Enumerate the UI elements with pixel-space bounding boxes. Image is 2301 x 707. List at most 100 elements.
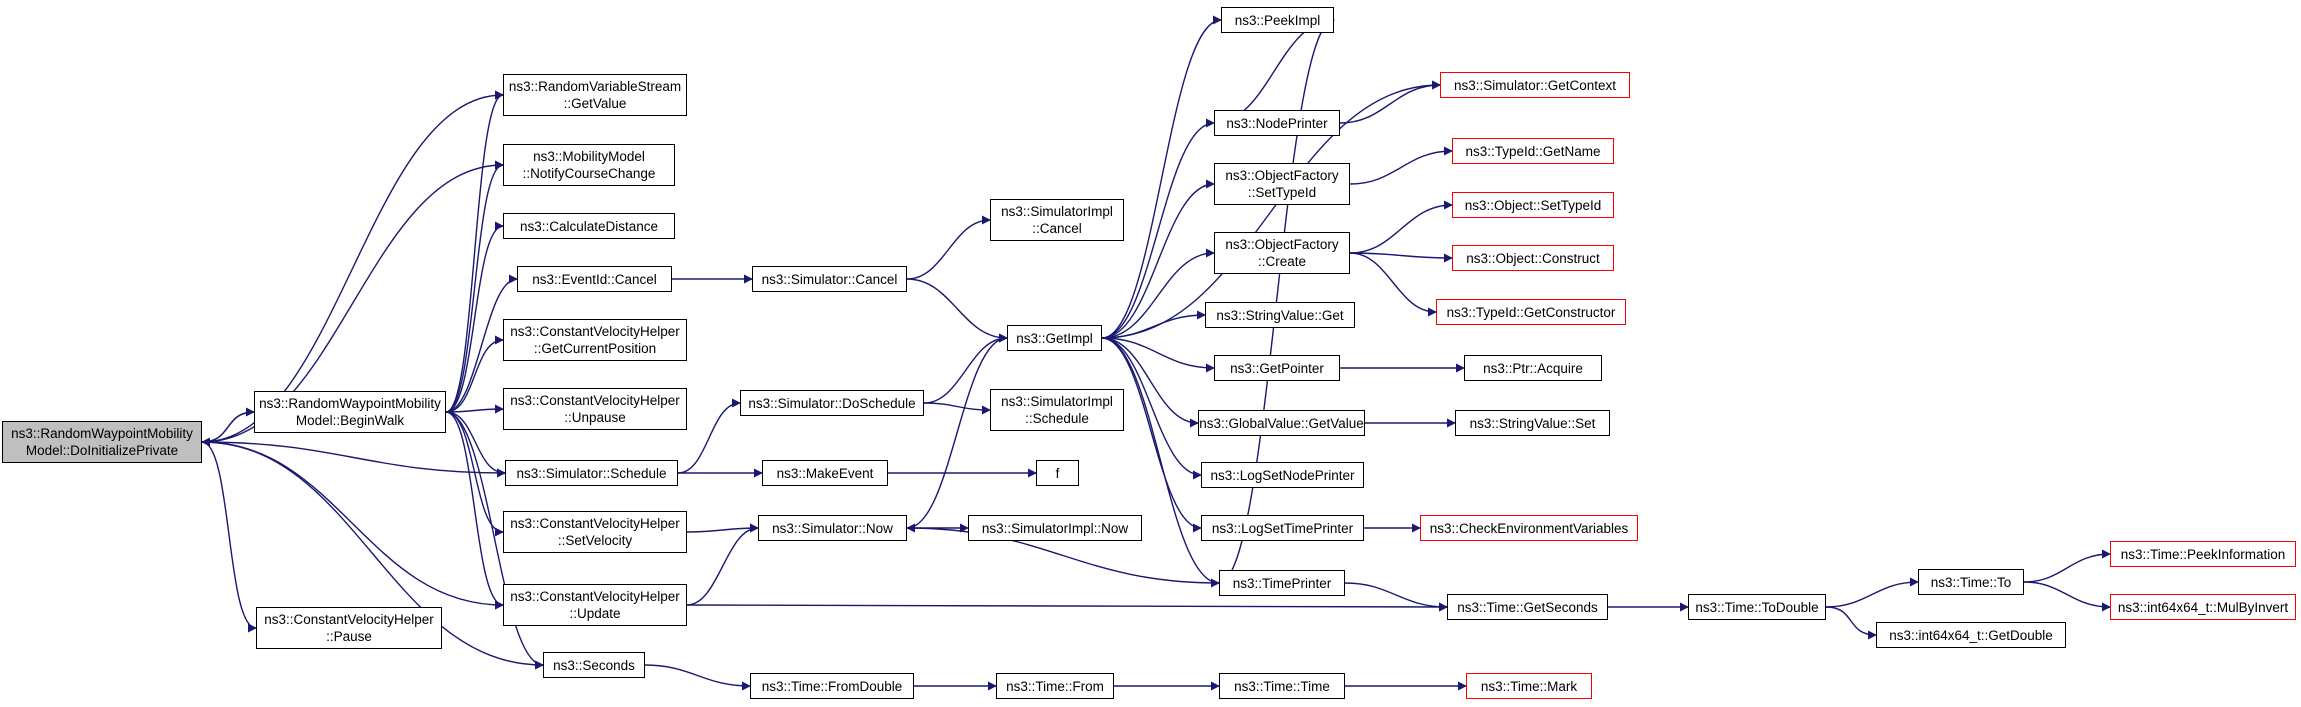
node-cvh-getpos[interactable]: ns3::ConstantVelocityHelper ::GetCurrent…: [503, 319, 687, 361]
edge-getimpl-to-logsettimeprinter: [1101, 337, 1202, 533]
edge-cvh-update-to-time-getseconds: [686, 602, 1448, 612]
node-sim-now[interactable]: ns3::Simulator::Now: [758, 515, 907, 541]
node-cvh-unpause[interactable]: ns3::ConstantVelocityHelper ::Unpause: [503, 388, 687, 430]
node-cvh-setvel[interactable]: ns3::ConstantVelocityHelper ::SetVelocit…: [503, 511, 687, 553]
edge-of-create-to-object-construct: [1349, 252, 1453, 263]
node-stringvalue-set[interactable]: ns3::StringValue::Set: [1455, 410, 1610, 436]
node-object-construct[interactable]: ns3::Object::Construct: [1452, 245, 1614, 271]
edge-beginwalk-to-mm-notify: [445, 160, 504, 413]
node-sim-getcontext[interactable]: ns3::Simulator::GetContext: [1440, 72, 1630, 98]
edge-root-to-mm-notify: [201, 160, 504, 443]
node-of-create[interactable]: ns3::ObjectFactory ::Create: [1214, 232, 1350, 274]
edge-timeprinter-to-sim-now: [906, 523, 1220, 584]
node-makeevent[interactable]: ns3::MakeEvent: [762, 460, 888, 486]
node-object-settypeid[interactable]: ns3::Object::SetTypeId: [1452, 192, 1614, 218]
edge-sim-schedule-to-sim-doschedule: [677, 398, 741, 474]
edge-beginwalk-to-cvh-unpause: [445, 404, 504, 414]
edge-of-create-to-typeid-getconstructor: [1349, 252, 1437, 317]
edge-getimpl-to-nodeprinter: [1101, 118, 1215, 339]
edge-getimpl-to-timeprinter: [1101, 337, 1220, 588]
node-checkenv[interactable]: ns3::CheckEnvironmentVariables: [1420, 515, 1638, 541]
node-rvs-getvalue[interactable]: ns3::RandomVariableStream ::GetValue: [503, 74, 687, 116]
edge-timeprinter-to-time-getseconds: [1344, 582, 1448, 612]
edge-getimpl-to-getpointer: [1101, 337, 1215, 373]
node-timeprinter[interactable]: ns3::TimePrinter: [1219, 570, 1345, 596]
edge-beginwalk-to-seconds: [445, 411, 544, 670]
edge-time-todouble-to-time-to: [1825, 577, 1919, 608]
edge-root-to-seconds: [201, 441, 544, 670]
edge-getimpl-to-of-settypeid: [1101, 179, 1215, 339]
edge-root-to-sim-schedule: [201, 441, 506, 478]
node-typeid-getname[interactable]: ns3::TypeId::GetName: [1452, 138, 1614, 164]
node-eventid-cancel[interactable]: ns3::EventId::Cancel: [517, 266, 672, 292]
node-time-peekinfo[interactable]: ns3::Time::PeekInformation: [2110, 541, 2296, 567]
edge-beginwalk-to-calcdist: [445, 221, 504, 413]
edge-beginwalk-to-cvh-update: [445, 411, 504, 610]
edge-root-to-cvh-pause: [201, 441, 257, 633]
node-logsetnodeprinter[interactable]: ns3::LogSetNodePrinter: [1201, 462, 1364, 488]
edge-beginwalk-to-sim-schedule: [445, 411, 506, 478]
node-cvh-update[interactable]: ns3::ConstantVelocityHelper ::Update: [503, 584, 687, 626]
edge-getimpl-to-logsetnodeprinter: [1101, 337, 1202, 480]
node-time-todouble[interactable]: ns3::Time::ToDouble: [1688, 594, 1826, 620]
node-typeid-getconstructor[interactable]: ns3::TypeId::GetConstructor: [1436, 299, 1626, 325]
node-of-settypeid[interactable]: ns3::ObjectFactory ::SetTypeId: [1214, 163, 1350, 205]
edge-cvh-update-to-sim-now: [686, 523, 759, 606]
node-logsettimeprinter[interactable]: ns3::LogSetTimePrinter: [1201, 515, 1364, 541]
node-sim-cancel[interactable]: ns3::Simulator::Cancel: [752, 266, 907, 292]
edge-sim-now-to-getimpl: [906, 333, 1008, 529]
node-sim-doschedule[interactable]: ns3::Simulator::DoSchedule: [740, 390, 924, 416]
node-getimpl[interactable]: ns3::GetImpl: [1007, 325, 1102, 351]
node-nodeprinter[interactable]: ns3::NodePrinter: [1214, 110, 1340, 136]
node-simimpl-schedule[interactable]: ns3::SimulatorImpl ::Schedule: [990, 389, 1124, 431]
edge-beginwalk-to-cvh-getpos: [445, 335, 504, 413]
edge-getimpl-to-gv-getvalue: [1101, 337, 1199, 428]
node-time-from[interactable]: ns3::Time::From: [996, 673, 1114, 699]
edge-sim-cancel-to-getimpl: [906, 278, 1008, 343]
node-calcdist[interactable]: ns3::CalculateDistance: [503, 213, 675, 239]
node-sim-schedule[interactable]: ns3::Simulator::Schedule: [505, 460, 678, 486]
node-time-to[interactable]: ns3::Time::To: [1918, 569, 2024, 595]
node-ptr-acquire[interactable]: ns3::Ptr::Acquire: [1464, 355, 1602, 381]
node-simimpl-cancel[interactable]: ns3::SimulatorImpl ::Cancel: [990, 199, 1124, 241]
edge-getimpl-to-of-create: [1101, 248, 1215, 339]
edge-getimpl-to-stringvalue-get: [1101, 310, 1206, 339]
edge-timeprinter-to-peekimpl: [1218, 15, 1335, 584]
node-f[interactable]: f: [1036, 460, 1079, 486]
edge-getimpl-to-peekimpl: [1101, 15, 1222, 339]
node-time-getseconds[interactable]: ns3::Time::GetSeconds: [1447, 594, 1608, 620]
node-int64-mulbyinvert[interactable]: ns3::int64x64_t::MulByInvert: [2110, 594, 2296, 620]
edge-sim-cancel-to-simimpl-cancel: [906, 215, 991, 280]
node-seconds[interactable]: ns3::Seconds: [543, 652, 645, 678]
edge-nodeprinter-to-sim-getcontext: [1339, 80, 1441, 124]
node-gv-getvalue[interactable]: ns3::GlobalValue::GetValue: [1198, 410, 1365, 436]
node-cvh-pause[interactable]: ns3::ConstantVelocityHelper ::Pause: [256, 607, 442, 649]
node-mm-notify[interactable]: ns3::MobilityModel ::NotifyCourseChange: [503, 144, 675, 186]
node-int64-getdouble[interactable]: ns3::int64x64_t::GetDouble: [1876, 622, 2066, 648]
edge-time-to-to-time-peekinfo: [2023, 549, 2111, 583]
edge-seconds-to-time-fromdouble: [644, 664, 751, 691]
node-peekimpl[interactable]: ns3::PeekImpl: [1221, 7, 1334, 33]
edge-beginwalk-to-root: [201, 411, 255, 447]
node-simimpl-now[interactable]: ns3::SimulatorImpl::Now: [968, 515, 1142, 541]
edge-beginwalk-to-rvs-getvalue: [445, 90, 504, 413]
node-time-fromdouble[interactable]: ns3::Time::FromDouble: [750, 673, 914, 699]
node-stringvalue-get[interactable]: ns3::StringValue::Get: [1205, 302, 1355, 328]
edge-of-settypeid-to-typeid-getname: [1349, 146, 1453, 185]
edge-time-to-to-int64-mulbyinvert: [2023, 581, 2111, 612]
node-time-mark[interactable]: ns3::Time::Mark: [1466, 673, 1592, 699]
edge-nodeprinter-to-peekimpl: [1213, 15, 1335, 124]
node-beginwalk[interactable]: ns3::RandomWaypointMobility Model::Begin…: [254, 391, 446, 433]
edge-cvh-setvel-to-sim-now: [686, 523, 759, 533]
edge-beginwalk-to-eventid-cancel: [445, 274, 518, 413]
edge-time-todouble-to-int64-getdouble: [1825, 606, 1877, 640]
node-root: ns3::RandomWaypointMobility Model::DoIni…: [2, 421, 202, 463]
node-getpointer[interactable]: ns3::GetPointer: [1214, 355, 1340, 381]
node-time-time[interactable]: ns3::Time::Time: [1219, 673, 1345, 699]
edge-sim-doschedule-to-getimpl: [923, 333, 1008, 404]
edge-of-create-to-object-settypeid: [1349, 200, 1453, 254]
edge-root-to-cvh-update: [201, 441, 504, 610]
edge-sim-doschedule-to-simimpl-schedule: [923, 402, 991, 415]
